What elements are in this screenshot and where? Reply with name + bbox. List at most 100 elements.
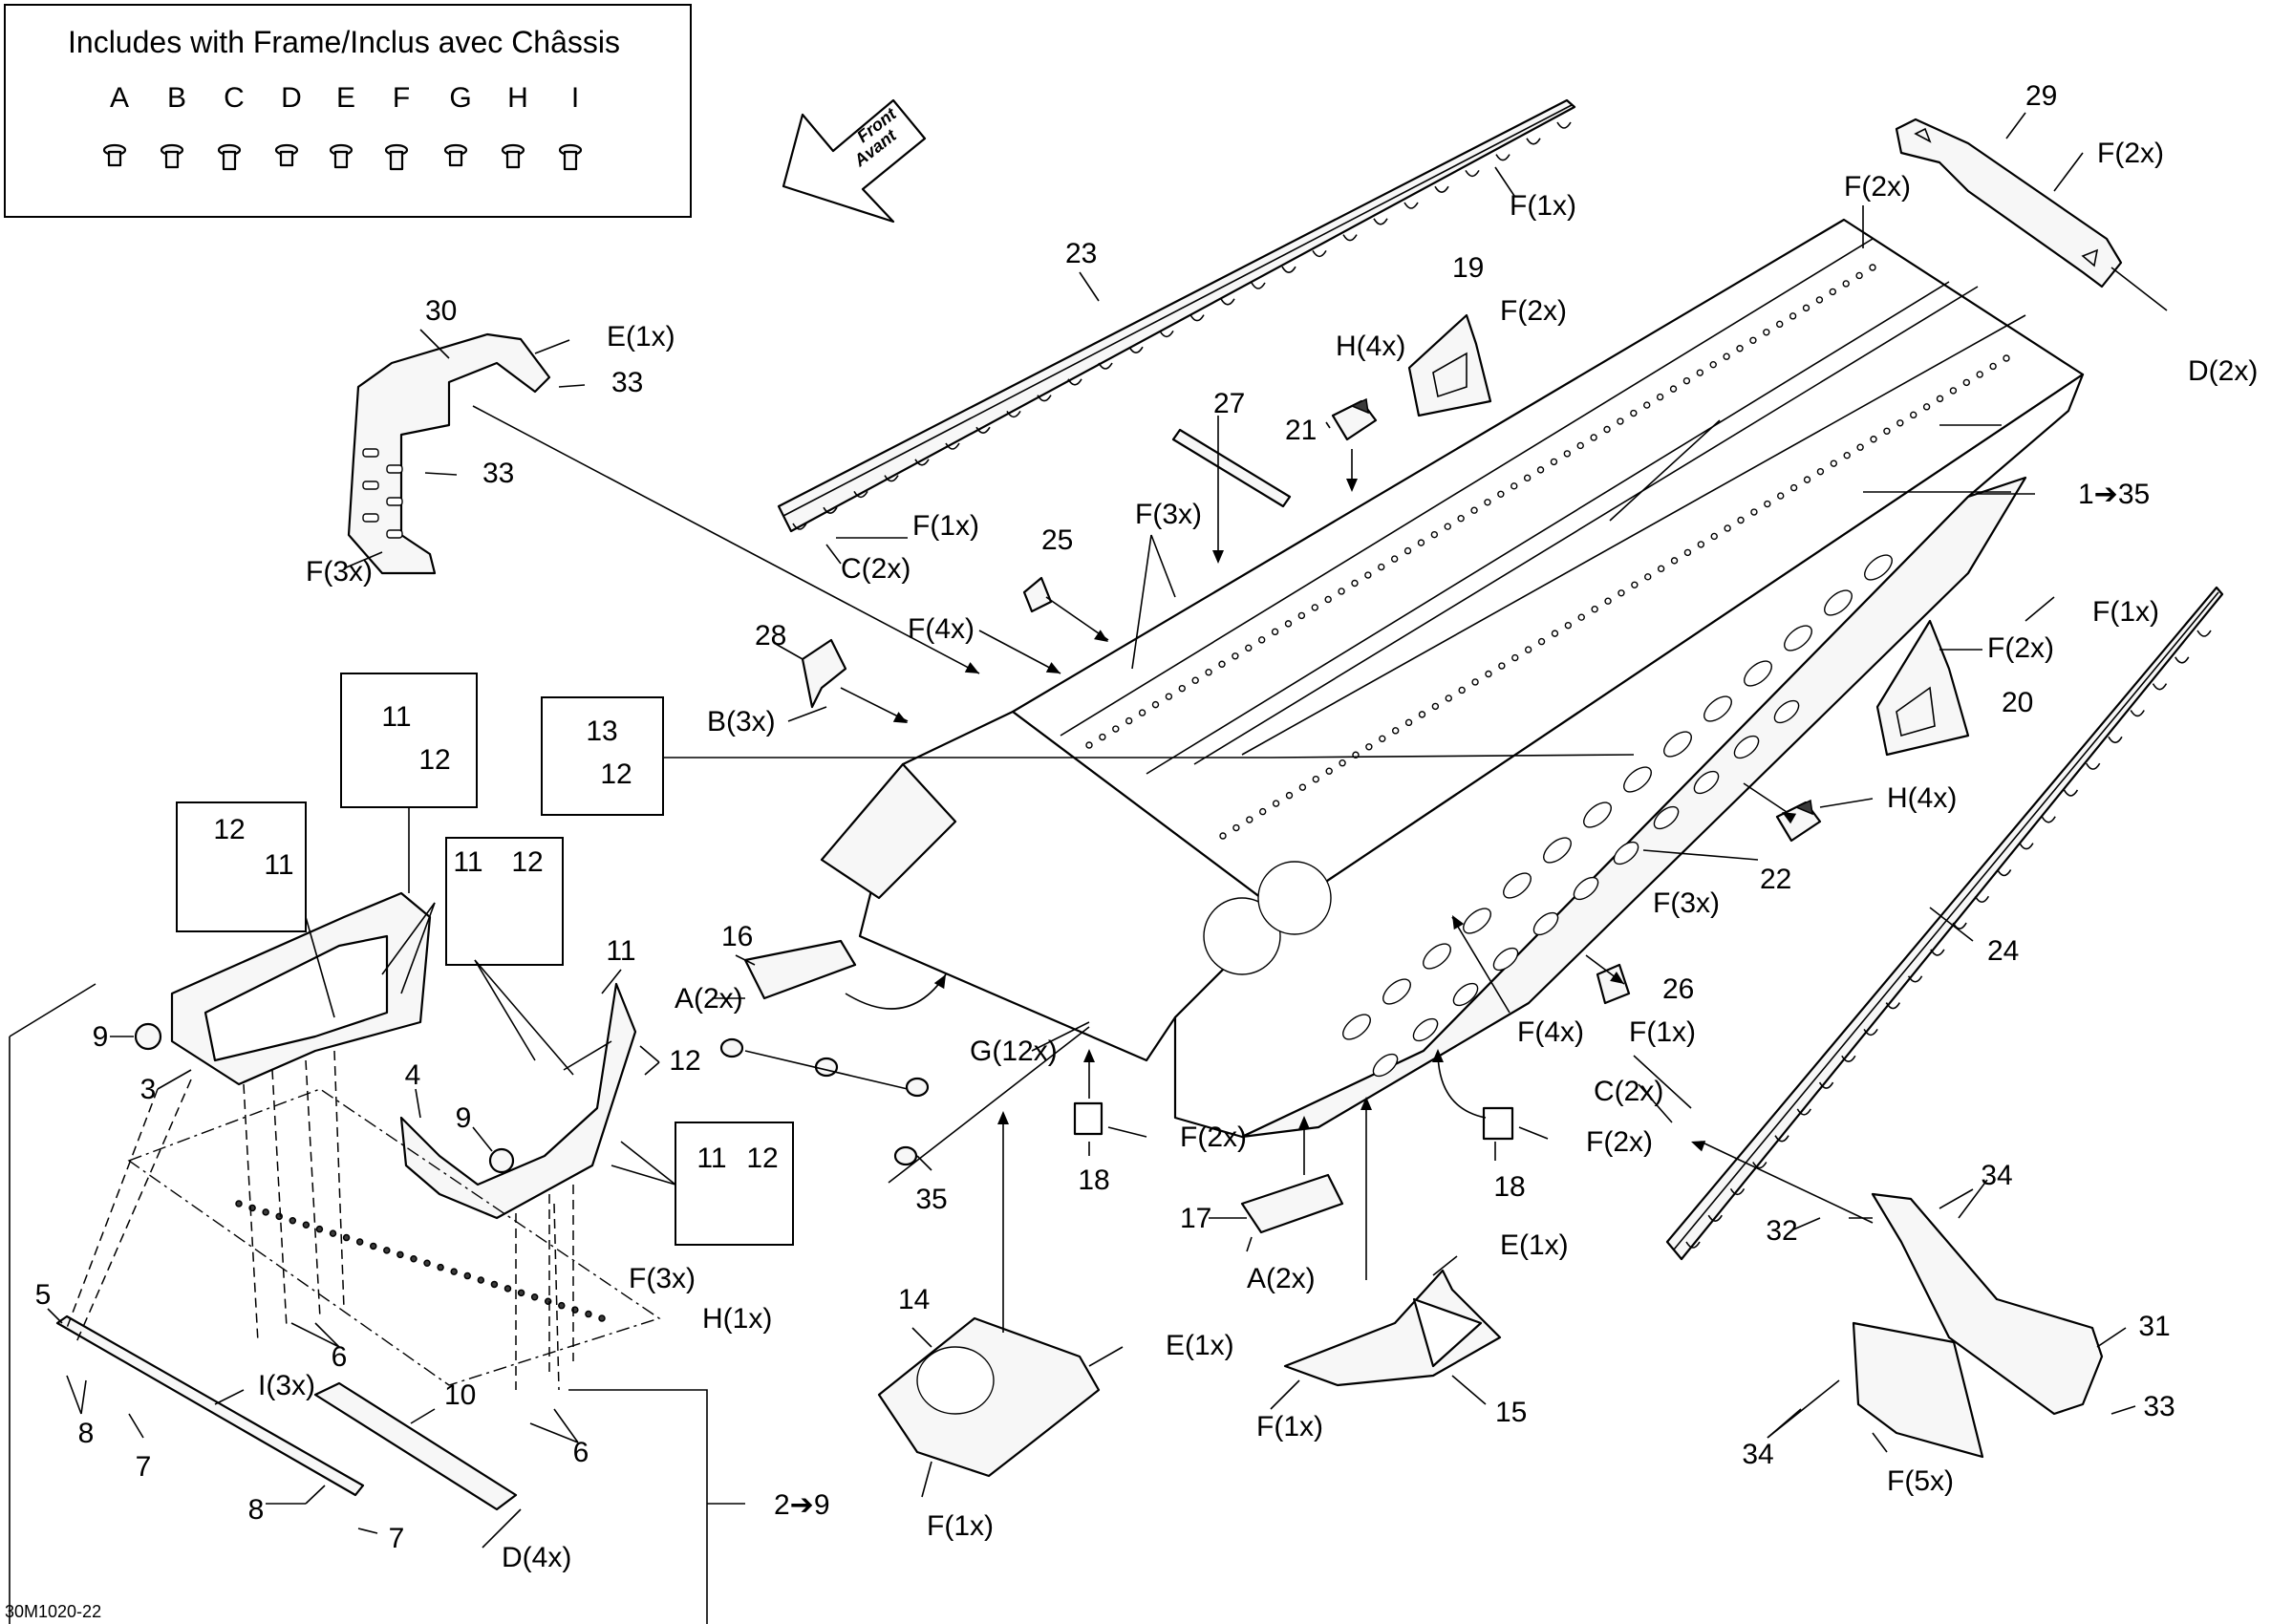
callout-c135: 1➔35 (2078, 479, 2150, 510)
callout-c33c: 33 (2143, 1391, 2175, 1422)
part-9b (488, 1147, 515, 1174)
fastener-icon (384, 143, 409, 171)
inset-11-12-a (340, 673, 478, 808)
callout-c9b: 9 (456, 1102, 472, 1134)
inset-11-12-c (445, 837, 564, 966)
part-16 (743, 939, 857, 1000)
callout-cG12: G(12x) (970, 1036, 1058, 1067)
leader-lines (9, 112, 2168, 1624)
callout-c16: 16 (721, 921, 753, 952)
callout-cB3: B(3x) (707, 706, 776, 737)
callout-c35: 35 (915, 1184, 947, 1215)
callout-c29: 29 (2025, 80, 2057, 112)
callout-c4: 4 (405, 1059, 421, 1091)
arrowhead (1298, 1116, 1310, 1129)
callout-cF1b: F(1x) (912, 510, 979, 542)
callout-c27: 27 (1213, 388, 1245, 419)
legend-letter: B (167, 82, 186, 114)
callout-c33a: 33 (611, 367, 643, 398)
callout-labels: F(1x)2329F(2x)D(2x)F(2x)19F(2x)H(4x)2130… (35, 80, 2259, 1573)
callout-cF2e: F(2x) (1586, 1126, 1653, 1158)
callout-c21: 21 (1285, 415, 1317, 446)
callout-c31: 31 (2138, 1311, 2170, 1342)
inset-13-12 (541, 696, 664, 816)
arrowhead (933, 974, 946, 990)
callout-c9a: 9 (93, 1021, 109, 1053)
callout-cF3a: F(3x) (1135, 499, 1202, 530)
callout-c15: 15 (1495, 1397, 1527, 1428)
callout-c13: 13 (586, 716, 617, 747)
legend-letter: F (393, 82, 410, 114)
callout-c20: 20 (2002, 687, 2033, 718)
part-18a (1073, 1101, 1103, 1136)
callout-cF1f: F(1x) (1256, 1411, 1323, 1442)
inset-12-11-b (176, 801, 307, 932)
part-18b (1482, 1106, 1514, 1141)
callout-c12a: 12 (418, 744, 450, 776)
arrowhead (1094, 630, 1108, 642)
callout-cA2a: A(2x) (675, 983, 743, 1015)
callout-c30e: E(1x) (607, 321, 675, 353)
part-15 (1283, 1269, 1502, 1387)
arrowheads (892, 479, 1797, 1152)
callout-cC2a: C(2x) (841, 553, 911, 585)
front-arrow: Front Avant (782, 98, 927, 224)
callout-cD4: D(4x) (502, 1542, 571, 1573)
callout-cF4b: F(4x) (1517, 1016, 1584, 1048)
callout-c7b: 7 (389, 1523, 405, 1554)
callout-cC2b: C(2x) (1594, 1076, 1663, 1107)
callout-c28: 28 (755, 620, 786, 652)
arrowhead (1346, 479, 1358, 492)
part-3 (134, 891, 432, 1086)
arrowhead (1083, 1049, 1095, 1062)
callout-c10: 10 (444, 1379, 476, 1411)
callout-cF1c: F(1x) (2092, 596, 2159, 628)
callout-c19: 19 (1452, 252, 1484, 284)
rail-23 (777, 98, 1576, 533)
legend-box: Includes with Frame/Inclus avec Châssis … (4, 4, 692, 218)
callout-c12f: 12 (746, 1143, 778, 1174)
part-14 (877, 1316, 1101, 1478)
callout-cF3b: F(3x) (1653, 887, 1720, 919)
callout-c17: 17 (1180, 1203, 1211, 1234)
callout-c6b: 6 (573, 1437, 589, 1468)
legend-letter: A (110, 82, 129, 114)
arrowhead (1360, 1097, 1372, 1110)
callout-cH4a: H(4x) (1336, 331, 1405, 362)
callout-c3: 3 (140, 1074, 157, 1105)
callout-c24: 24 (1987, 935, 2019, 967)
callout-c29r: 2➔9 (774, 1489, 830, 1521)
callout-c19f: F(2x) (1500, 295, 1567, 327)
fastener-icon (558, 143, 583, 171)
arrowhead (1212, 550, 1224, 564)
callout-c26: 26 (1662, 973, 1694, 1005)
callout-c12e: 12 (669, 1045, 700, 1077)
arrowhead (1432, 1049, 1444, 1062)
callout-c12d: 12 (511, 846, 543, 878)
legend-letter: E (336, 82, 355, 114)
part-25 (1022, 576, 1053, 613)
part-26 (1596, 963, 1631, 1005)
callout-cF2c: F(2x) (1987, 632, 2054, 664)
part-31 (1852, 1192, 2104, 1459)
callout-c23: 23 (1065, 238, 1097, 269)
callout-cF5: F(5x) (1887, 1465, 1954, 1497)
legend-title: Includes with Frame/Inclus avec Châssis (68, 25, 620, 59)
callout-c11c: 11 (453, 846, 482, 878)
callout-c29f: F(2x) (2097, 138, 2164, 169)
callout-cA2b: A(2x) (1247, 1263, 1316, 1294)
callout-c11d: 11 (606, 935, 635, 967)
callout-cH1: H(1x) (702, 1303, 772, 1335)
callout-cF4a: F(4x) (908, 613, 975, 645)
legend-letter: C (224, 82, 245, 114)
arrowhead (1610, 972, 1624, 984)
inset-11-12-d (675, 1122, 794, 1246)
arrowhead (1045, 662, 1061, 673)
arrowhead (1782, 812, 1797, 824)
part-35 (719, 1037, 930, 1166)
part-4 (399, 982, 637, 1220)
legend-letter: G (449, 82, 471, 114)
figure-code: 30M1020-22 (5, 1602, 101, 1621)
